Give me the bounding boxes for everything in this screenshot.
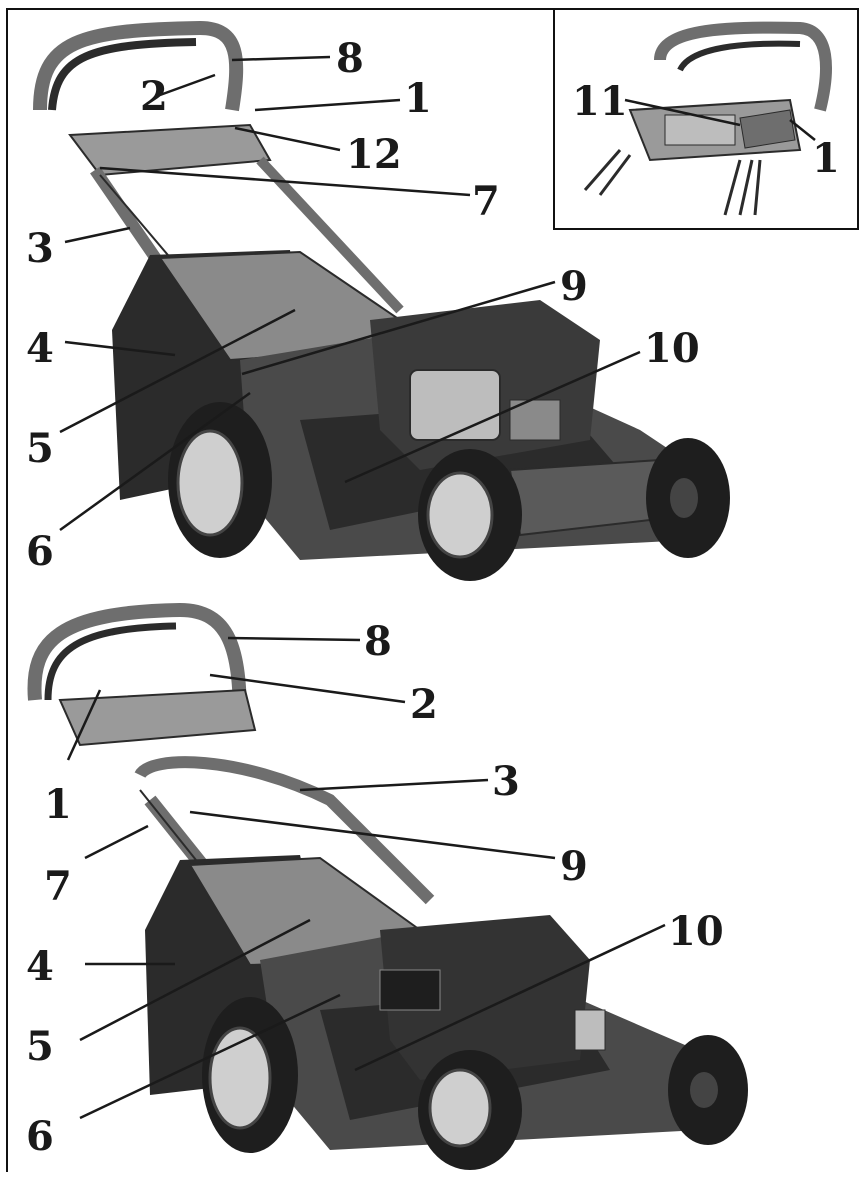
- top-leader-lines: [59, 55, 641, 532]
- top-callout-10: 10: [644, 325, 700, 372]
- bottom-callout-1: 1: [44, 781, 72, 828]
- top-callout-8: 8: [336, 35, 364, 82]
- bottom-mower-illustration: [27, 602, 748, 1170]
- top-callout-3: 3: [26, 225, 54, 272]
- top-callout-6: 6: [26, 528, 54, 575]
- top-callout-9: 9: [560, 263, 588, 310]
- top-callout-12: 12: [346, 131, 402, 178]
- inset-callout-1: 1: [812, 135, 840, 182]
- bottom-callout-7: 7: [44, 863, 72, 910]
- inset-leader-lines: [624, 98, 816, 141]
- bottom-callout-10: 10: [668, 908, 724, 955]
- bottom-callout-8: 8: [364, 618, 392, 665]
- bottom-callout-6: 6: [26, 1113, 54, 1160]
- top-border-rule: [6, 8, 553, 10]
- bottom-callout-9: 9: [560, 843, 588, 890]
- top-mower-illustration: [33, 20, 730, 581]
- bottom-callout-5: 5: [26, 1023, 54, 1070]
- inset-handle-illustration: [583, 21, 832, 216]
- left-border-rule: [6, 10, 8, 1172]
- inset-callout-11: 11: [572, 78, 628, 125]
- bottom-callout-4: 4: [26, 943, 54, 990]
- bottom-callout-3: 3: [492, 758, 520, 805]
- top-callout-4: 4: [26, 325, 54, 372]
- bottom-leader-lines: [66, 636, 666, 1120]
- top-callout-2: 2: [140, 73, 168, 120]
- top-callout-7: 7: [472, 178, 500, 225]
- bottom-callout-2: 2: [410, 681, 438, 728]
- top-callout-1: 1: [404, 75, 432, 122]
- top-callout-5: 5: [26, 425, 54, 472]
